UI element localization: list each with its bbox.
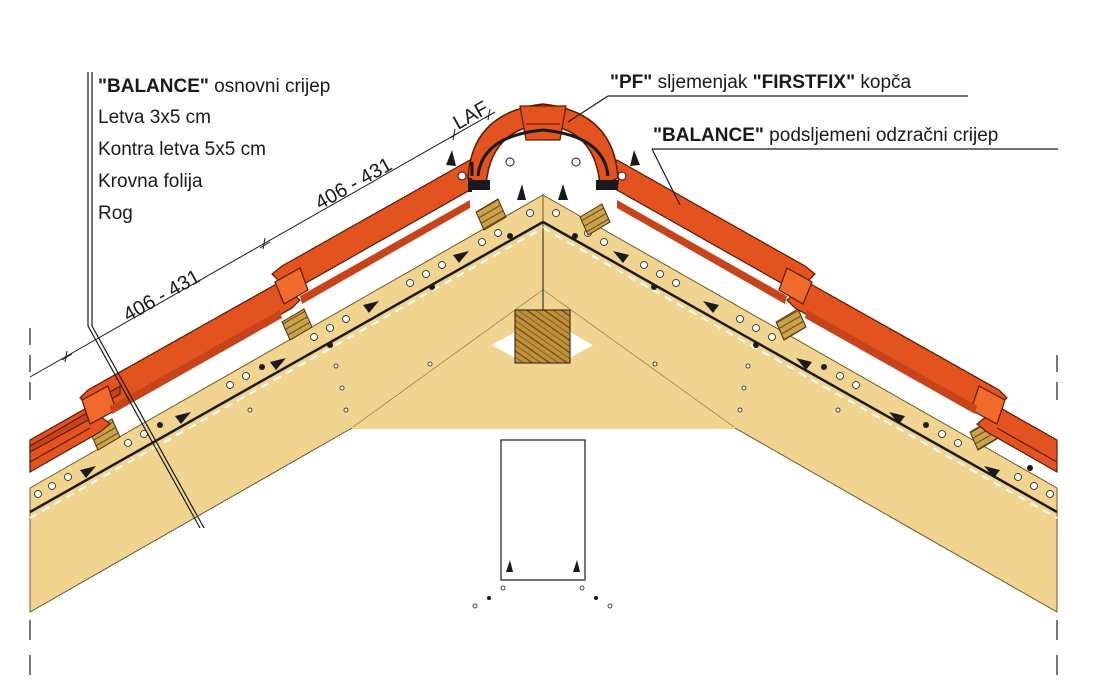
clip-name: "FIRSTFIX" xyxy=(753,72,855,93)
ridge-beam xyxy=(492,228,593,364)
dim-spacing-lower: 406 - 431 xyxy=(120,266,204,327)
ridge-clips xyxy=(446,150,640,200)
legend-item-batten: Letva 3x5 cm xyxy=(98,107,211,128)
clip-desc: kopča xyxy=(855,72,911,93)
post-outline xyxy=(472,439,613,609)
legend-item-tile: "BALANCE" osnovni crijep xyxy=(98,76,330,97)
small-markers xyxy=(247,361,841,413)
right-tiles xyxy=(608,159,1058,474)
cut-lines xyxy=(29,328,1058,675)
legend-item-rafter: Rog xyxy=(98,203,133,224)
vent-tile-label: "BALANCE" podsljemeni odzračni crijep xyxy=(653,125,998,146)
legend-item-membrane: Krovna folija xyxy=(98,171,203,192)
flow-arrows xyxy=(80,251,1000,478)
ridge-tile-desc: sljemenjak xyxy=(652,72,752,93)
ridge-tile-label: "PF" sljemenjak "FIRSTFIX" kopča xyxy=(610,72,912,93)
ridge-tile xyxy=(467,103,619,190)
roof-membrane xyxy=(29,220,1058,519)
dim-spacing-upper: 406 - 431 xyxy=(312,154,396,215)
legend-item-counter-batten: Kontra letva 5x5 cm xyxy=(98,139,266,160)
left-tiles xyxy=(29,159,479,474)
legend-leader xyxy=(87,72,205,529)
nail-heads xyxy=(157,233,1033,471)
vent-tile-desc: podsljemeni odzračni crijep xyxy=(764,125,998,146)
ridge-tile-name: "PF" xyxy=(610,72,652,93)
vent-tile-name: "BALANCE" xyxy=(653,125,764,146)
dimension-lines xyxy=(29,108,496,378)
ridge-leader xyxy=(567,95,968,123)
legend-item-tile-desc: osnovni crijep xyxy=(209,76,330,97)
fixings-right xyxy=(552,209,1054,498)
battens xyxy=(89,198,1001,451)
vent-leader xyxy=(651,148,1058,206)
legend-item-tile-name: "BALANCE" xyxy=(98,76,209,97)
fixings-left xyxy=(34,209,534,498)
